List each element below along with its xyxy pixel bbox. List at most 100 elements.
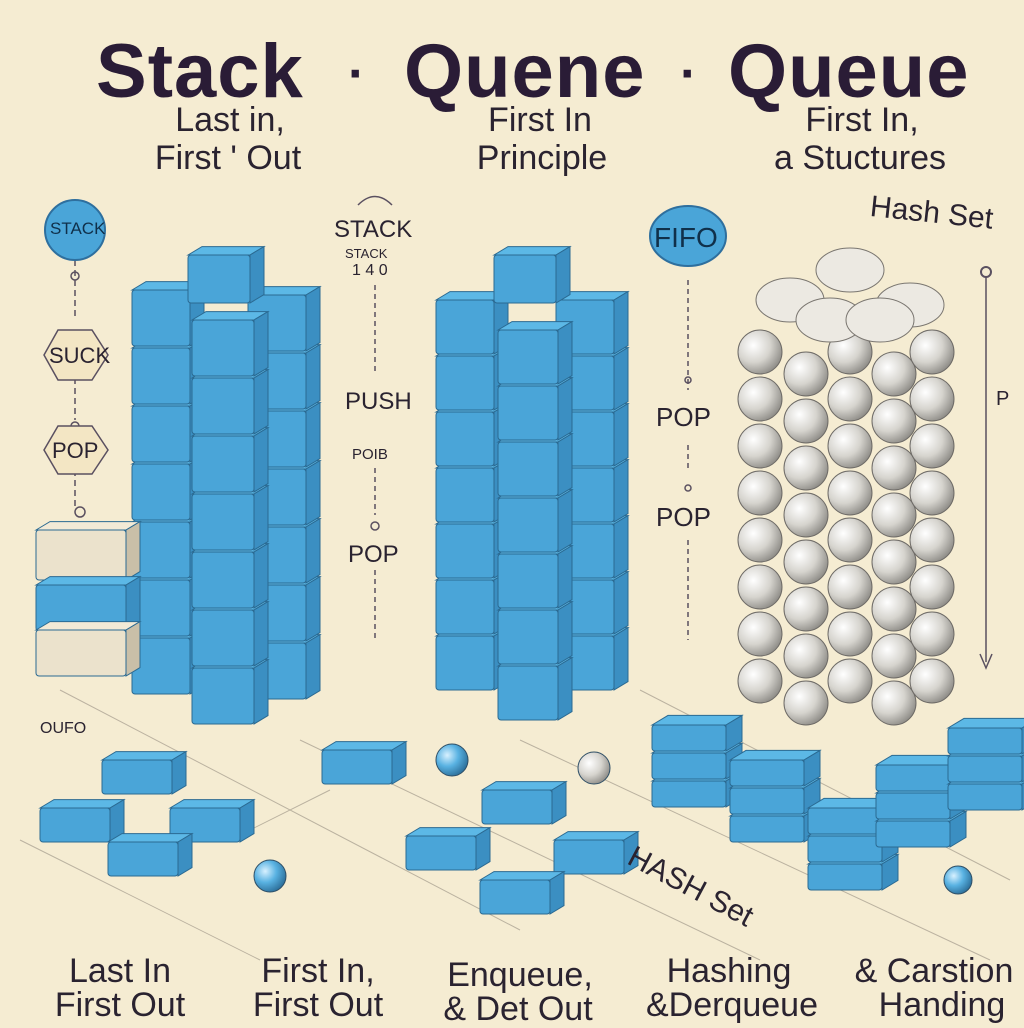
sphere-tower — [738, 248, 954, 725]
bottom-col3-line1: Enqueue, — [432, 956, 608, 994]
bottom-col5-line2: Handing — [860, 986, 1024, 1024]
mid-left-dot — [371, 522, 379, 530]
bottom-col3-line2: & Det Out — [420, 990, 616, 1028]
sphere — [828, 518, 872, 562]
poib-label: POIB — [352, 446, 388, 463]
sphere — [738, 377, 782, 421]
middle-back-tower-cube — [436, 404, 508, 466]
floor-cube — [102, 752, 186, 794]
sphere — [784, 493, 828, 537]
sphere — [738, 565, 782, 609]
sphere — [910, 518, 954, 562]
stack-sub-label-2: 1 4 0 — [352, 262, 388, 280]
pop-label-middle: POP — [348, 541, 399, 569]
side-cube-beige-bottom — [36, 622, 140, 676]
ball — [254, 860, 286, 892]
sphere — [784, 681, 828, 725]
sphere — [738, 424, 782, 468]
middle-front-tower-cube — [498, 322, 572, 384]
middle-top-cube-cube — [494, 247, 570, 303]
sphere — [828, 377, 872, 421]
sphere — [872, 681, 916, 725]
ball — [436, 744, 468, 776]
left-front-tower-cube — [192, 312, 268, 376]
middle-back-tower-cube — [436, 572, 508, 634]
sphere — [910, 330, 954, 374]
connector-dot-3 — [75, 507, 85, 517]
sphere — [872, 399, 916, 443]
sphere — [828, 565, 872, 609]
sphere — [738, 330, 782, 374]
middle-back-tower-cube — [436, 348, 508, 410]
sphere — [738, 612, 782, 656]
left-front-tower-cube — [192, 602, 268, 666]
pop-label-left: POP — [52, 438, 98, 464]
left-front-tower-cube — [192, 428, 268, 492]
fifo-label: FIFO — [654, 222, 718, 254]
middle-front-tower-cube — [498, 602, 572, 664]
floor-cube — [480, 872, 564, 914]
sphere — [828, 424, 872, 468]
ball — [578, 752, 610, 784]
sphere — [872, 493, 916, 537]
bottom-col1-line1: Last In — [40, 952, 200, 990]
hash-bucket-cube — [652, 715, 742, 751]
floor-cube — [482, 782, 566, 824]
left-top-cube-cube — [188, 247, 264, 303]
sphere — [738, 659, 782, 703]
ball — [944, 866, 972, 894]
stack-top-label: STACK — [334, 216, 412, 244]
pop-label-right-1: POP — [656, 402, 711, 433]
sphere-cap — [846, 298, 914, 342]
middle-front-tower-cube — [498, 490, 572, 552]
sphere — [910, 612, 954, 656]
middle-back-tower-cube — [436, 628, 508, 690]
suck-label: SUCK — [49, 343, 110, 369]
push-label: PUSH — [345, 388, 412, 416]
sphere — [910, 377, 954, 421]
sphere — [872, 587, 916, 631]
sphere — [784, 446, 828, 490]
sphere — [910, 565, 954, 609]
left-front-tower-cube — [192, 370, 268, 434]
left-front-tower-cube — [192, 544, 268, 608]
sphere — [872, 352, 916, 396]
pop-label-right-2: POP — [656, 502, 711, 533]
sphere — [872, 634, 916, 678]
floor-cube — [40, 800, 124, 842]
hash-bucket-cube — [730, 750, 820, 786]
bottom-col4-line2: &Derqueue — [634, 986, 830, 1024]
middle-front-tower-cube — [498, 434, 572, 496]
middle-front-tower-cube — [498, 378, 572, 440]
floor-cube — [108, 834, 192, 876]
hash-bucket-cube — [948, 718, 1024, 754]
cube-towers — [36, 247, 628, 724]
left-front-tower-cube — [192, 660, 268, 724]
sphere — [784, 587, 828, 631]
sphere — [910, 471, 954, 515]
sphere — [910, 424, 954, 468]
sphere — [784, 352, 828, 396]
sphere — [910, 659, 954, 703]
bottom-col2-line1: First In, — [238, 952, 398, 990]
middle-back-tower-cube — [436, 460, 508, 522]
floor-cube — [406, 828, 490, 870]
stack-sub-label-1: STACK — [345, 246, 387, 261]
sphere — [872, 540, 916, 584]
middle-front-tower-cube — [498, 658, 572, 720]
sphere — [828, 471, 872, 515]
sphere-cap — [816, 248, 884, 292]
stack-circle-label: STACK — [50, 219, 105, 239]
sphere — [828, 659, 872, 703]
sphere — [738, 518, 782, 562]
right-arrow — [980, 276, 992, 668]
p-label: P — [996, 388, 1009, 411]
side-cube-beige-top — [36, 522, 140, 580]
bottom-col1-line2: First Out — [36, 986, 204, 1024]
bottom-col2-line2: First Out — [232, 986, 404, 1024]
bottom-col4-line1: Hashing — [644, 952, 814, 990]
oufo-label: OUFO — [40, 720, 86, 738]
sphere — [828, 612, 872, 656]
